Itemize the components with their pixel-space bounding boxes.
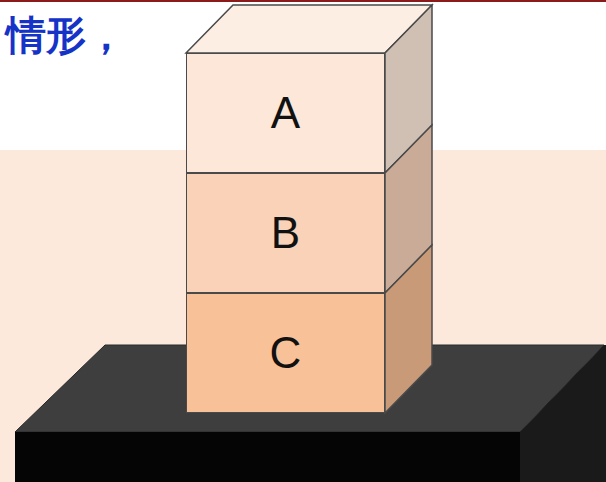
top-rule xyxy=(0,0,606,2)
block-face: A xyxy=(186,53,385,173)
platform-front xyxy=(15,432,520,482)
block-side-face xyxy=(385,245,432,413)
heading-text: 情形， xyxy=(6,14,126,58)
block-face: B xyxy=(186,173,385,293)
peach-background xyxy=(0,150,606,482)
block-letter: C xyxy=(270,331,302,375)
platform-side xyxy=(520,345,606,482)
block-face: C xyxy=(186,293,385,413)
block-letter: B xyxy=(271,211,300,255)
block-letter: A xyxy=(271,91,300,135)
